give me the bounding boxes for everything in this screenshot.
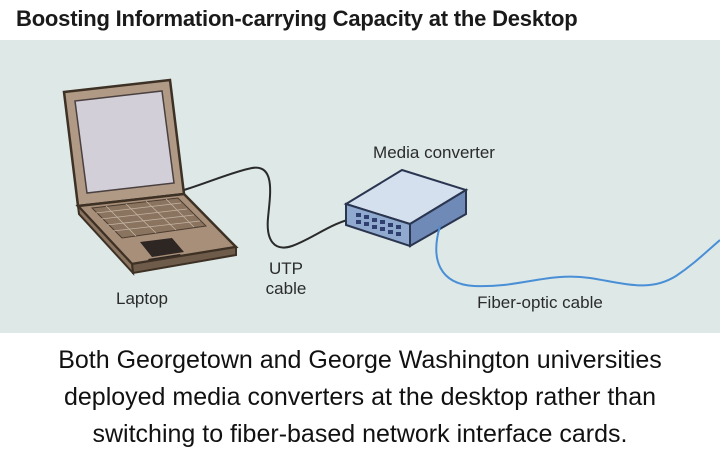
fiber-optic-cable-label: Fiber-optic cable xyxy=(477,293,603,312)
caption-text: Both Georgetown and George Washington un… xyxy=(58,345,662,448)
utp-cable-label-line1: UTP xyxy=(269,259,303,278)
media-converter-icon xyxy=(343,168,469,248)
diagram-title: Boosting Information-carrying Capacity a… xyxy=(16,6,578,31)
fiber-optic-cable xyxy=(435,225,720,288)
media-converter-label: Media converter xyxy=(373,143,495,162)
utp-cable xyxy=(183,166,357,249)
title-band: Boosting Information-carrying Capacity a… xyxy=(0,0,720,40)
utp-cable-label-line2: cable xyxy=(266,279,307,298)
network-diagram: Laptop UTP cable Media converter Fiber-o… xyxy=(0,40,720,333)
caption-band: Both Georgetown and George Washington un… xyxy=(0,333,720,461)
laptop-icon xyxy=(62,78,239,276)
laptop-label: Laptop xyxy=(116,289,168,308)
